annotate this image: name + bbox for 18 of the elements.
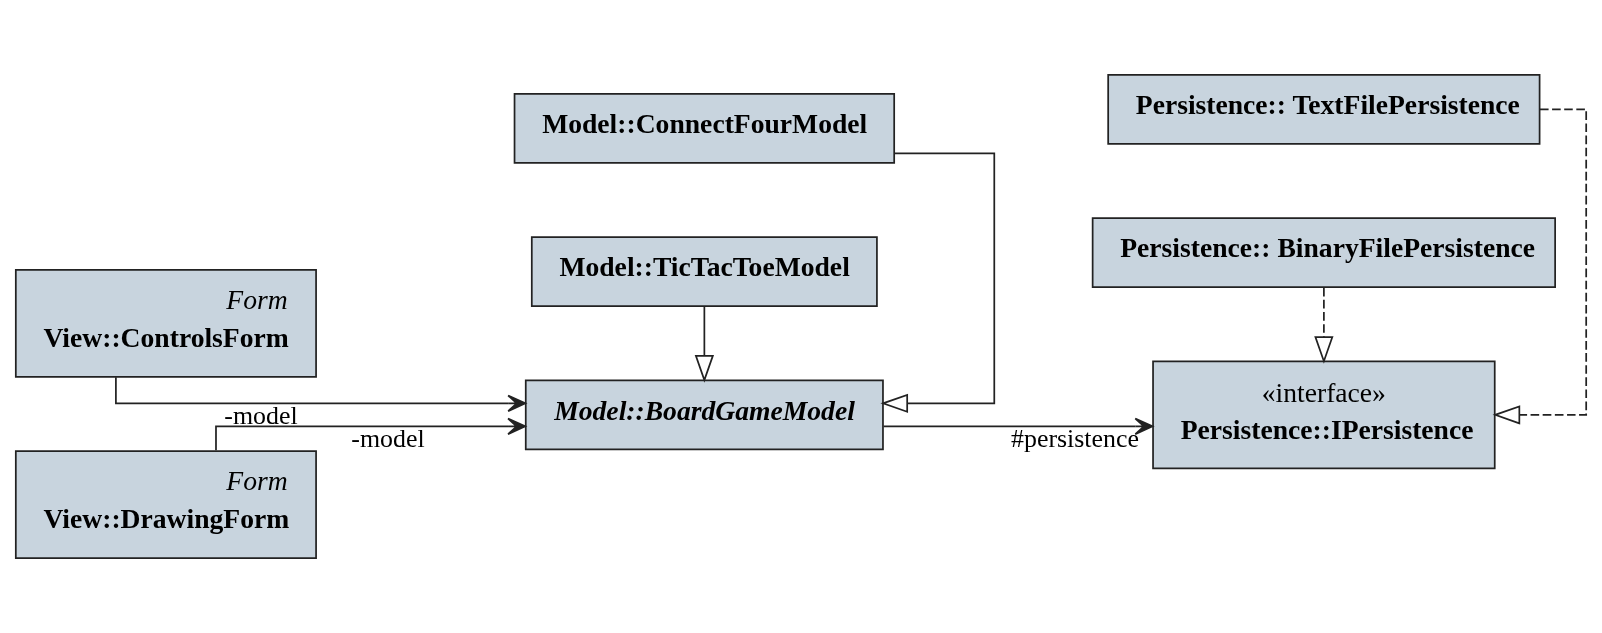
arrow xyxy=(115,376,527,412)
arrow xyxy=(215,417,527,452)
arrow xyxy=(880,152,996,414)
edge-label: -model xyxy=(351,424,425,454)
edge-label: #persistence xyxy=(1011,424,1139,454)
node-box: Model::BoardGameModel xyxy=(524,379,884,451)
arrow xyxy=(694,305,715,383)
arrow xyxy=(1492,108,1588,425)
edge-label: -model xyxy=(224,401,298,431)
node-box: Persistence:: TextFilePersistence xyxy=(1107,74,1541,145)
node-box: Model::TicTacToeModel xyxy=(530,236,878,307)
node-box: Form View::DrawingForm xyxy=(14,450,317,559)
node-box: Persistence:: BinaryFilePersistence xyxy=(1091,217,1556,289)
node-box: «interface» Persistence::IPersistence xyxy=(1152,360,1496,470)
node-box: Form View::ControlsForm xyxy=(14,269,317,378)
arrow xyxy=(1314,287,1334,364)
node-box: Model::ConnectFourModel xyxy=(513,93,896,164)
arrow xyxy=(882,417,1154,435)
